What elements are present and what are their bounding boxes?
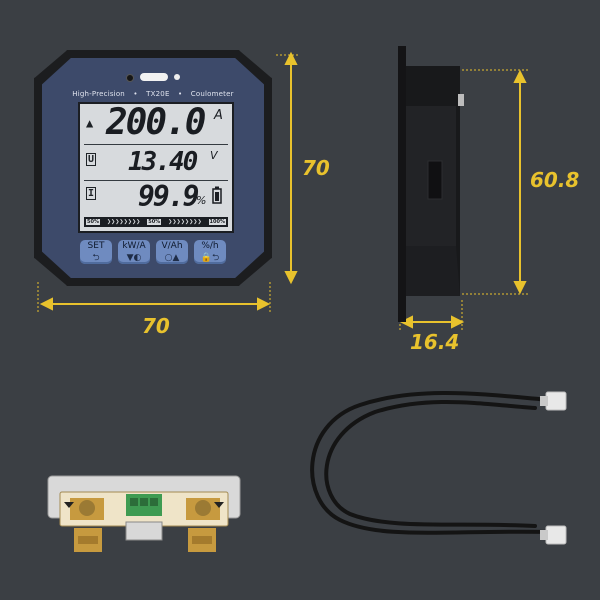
current-icon: ▲ xyxy=(86,116,94,130)
meter-front-view: High-Precision • TX20E • Coulometer ▲ 20… xyxy=(34,50,272,286)
progress-label-end: 100% xyxy=(208,219,226,225)
brand-line: High-Precision • TX20E • Coulometer xyxy=(72,90,234,98)
return-icon: ⮌ xyxy=(92,253,100,263)
brand-right-text: Coulometer xyxy=(190,90,234,98)
front-height-label: 70 xyxy=(302,156,330,180)
capacity-icon: I xyxy=(86,187,97,200)
voltage-row: U 13.40 V xyxy=(80,147,232,183)
connection-cable xyxy=(310,391,567,545)
led-left xyxy=(126,74,134,82)
v-ah-button-label: V/Ah xyxy=(161,241,183,251)
capacity-unit: % xyxy=(196,194,207,207)
kw-a-button-label: kW/A xyxy=(122,241,146,251)
current-row: ▲ 200.0 A xyxy=(80,102,232,143)
v-ah-button[interactable]: V/Ah ○▲ xyxy=(156,240,188,264)
brand-left-text: High-Precision xyxy=(72,90,125,98)
percent-h-button-label: %/h xyxy=(201,241,219,251)
shunt-terminal-block xyxy=(46,472,242,562)
capacity-row: I 99.9 % xyxy=(80,180,232,218)
current-unit: A xyxy=(214,108,223,123)
voltage-icon: U xyxy=(86,153,97,166)
down-icon: ▼◐ xyxy=(126,253,142,263)
model-text: TX20E xyxy=(146,90,170,98)
set-button-label: SET xyxy=(87,241,105,251)
progress-bar: 50% ❯❯❯❯❯❯❯❯ 50% ❯❯❯❯❯❯❯❯ 100% xyxy=(84,217,228,227)
meter-side-view xyxy=(398,46,466,322)
led-right xyxy=(174,74,180,80)
progress-label-start: 50% xyxy=(86,219,100,225)
cable-connector-bottom xyxy=(540,525,567,545)
voltage-value: 13.40 xyxy=(128,147,198,177)
progress-label-mid: 50% xyxy=(147,219,162,225)
set-button[interactable]: SET ⮌ xyxy=(80,240,112,264)
lock-return-icon: 🔒⮌ xyxy=(200,253,220,263)
front-width-label: 70 xyxy=(142,314,170,338)
lcd-separator xyxy=(84,180,228,181)
percent-h-button[interactable]: %/h 🔒⮌ xyxy=(194,240,226,264)
depth-label: 16.4 xyxy=(410,330,460,354)
capacity-value: 99.9 xyxy=(138,180,199,213)
led-indicator-bar xyxy=(140,73,168,81)
current-value: 200.0 xyxy=(106,102,206,143)
lcd-display: ▲ 200.0 A U 13.40 V I 99.9 % 50% ❯❯❯❯❯❯❯… xyxy=(78,102,234,233)
kw-a-button[interactable]: kW/A ▼◐ xyxy=(118,240,150,264)
battery-icon xyxy=(212,186,222,204)
cable-connector-top xyxy=(540,391,567,411)
up-icon: ○▲ xyxy=(164,253,180,263)
side-height-label: 60.8 xyxy=(530,168,580,192)
lcd-separator xyxy=(84,144,228,145)
voltage-unit: V xyxy=(210,149,218,162)
